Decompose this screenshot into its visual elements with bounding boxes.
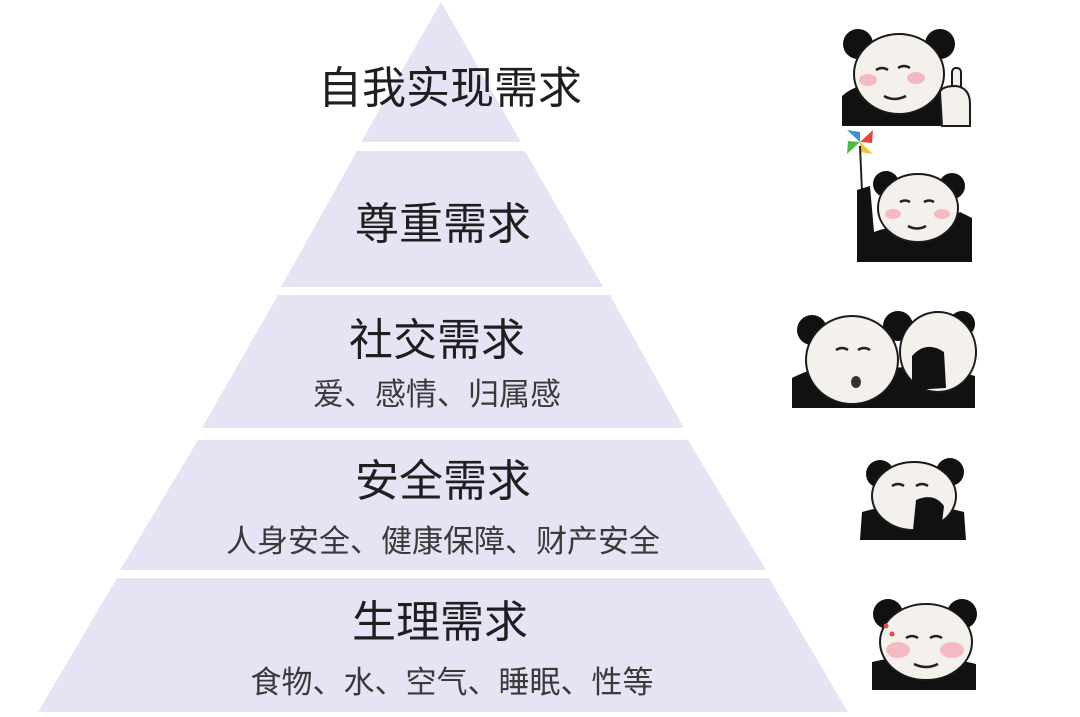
tier-2-shape bbox=[281, 151, 603, 287]
tier-4-subtitle: 人身安全、健康保障、财产安全 bbox=[226, 524, 660, 560]
panda-covering-mouth-icon bbox=[860, 458, 966, 540]
panda-blushing-icon bbox=[872, 599, 977, 690]
two-pandas-whispering-icon bbox=[792, 311, 977, 408]
tier-1-shape bbox=[361, 2, 521, 142]
panda-pointing-up-icon bbox=[842, 29, 971, 127]
tier-4-shape bbox=[120, 440, 766, 570]
panda-pinwheel-icon bbox=[847, 130, 972, 262]
tier-3-title: 社交需求 bbox=[349, 315, 525, 366]
tier-1-title: 自我实现需求 bbox=[318, 63, 582, 114]
tier-3-subtitle: 爱、感情、归属感 bbox=[313, 377, 561, 413]
tier-5-shape bbox=[38, 578, 848, 712]
tier-4-title: 安全需求 bbox=[355, 456, 531, 507]
tier-2-title: 尊重需求 bbox=[355, 199, 531, 250]
tier-5-title: 生理需求 bbox=[352, 597, 528, 648]
tier-3-shape bbox=[202, 295, 684, 428]
tier-5-subtitle: 食物、水、空气、睡眠、性等 bbox=[251, 665, 654, 701]
